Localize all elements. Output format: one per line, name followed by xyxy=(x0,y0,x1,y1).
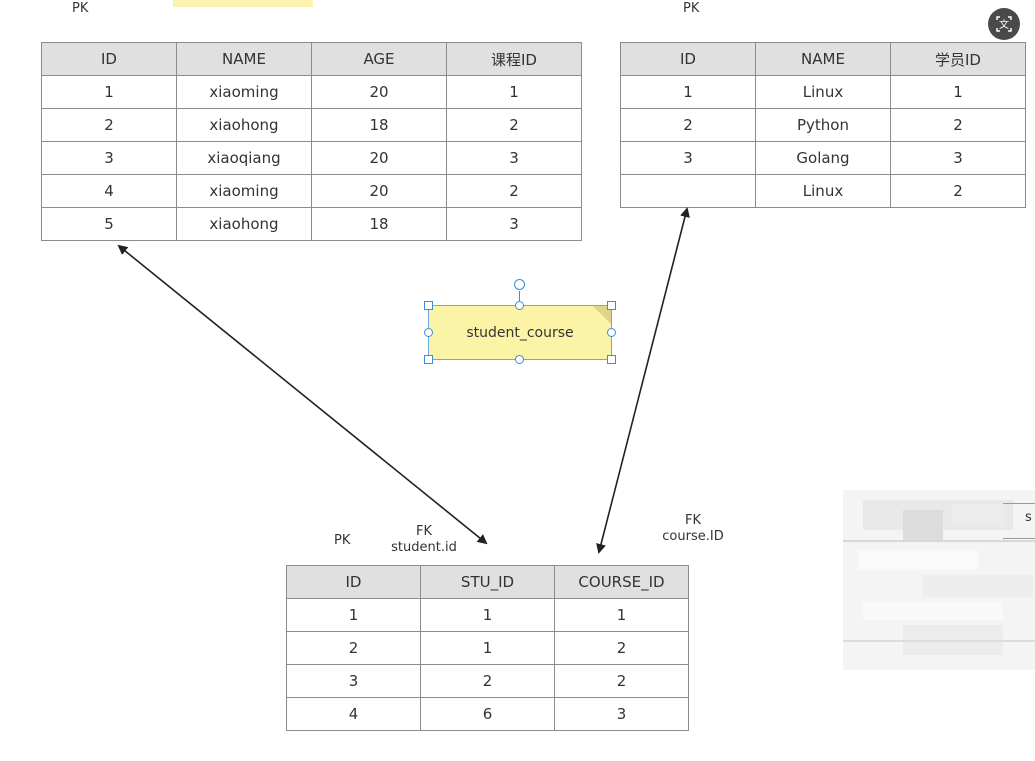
table-cell: 4 xyxy=(286,697,421,731)
table-row: 3 xiaoqiang 20 3 xyxy=(41,141,582,175)
table-cell: 18 xyxy=(311,207,447,241)
table-cell: Python xyxy=(755,108,891,142)
table-cell: 1 xyxy=(620,75,756,109)
rotation-handle[interactable] xyxy=(514,279,525,290)
table-cell: 3 xyxy=(286,664,421,698)
fk-reference: course.ID xyxy=(662,529,724,544)
table-cell xyxy=(620,174,756,208)
table-cell: 1 xyxy=(554,598,689,632)
table-cell: 1 xyxy=(286,598,421,632)
table-cell: 20 xyxy=(311,141,447,175)
table-cell: 3 xyxy=(446,141,582,175)
table-row: 2 1 2 xyxy=(286,631,689,665)
table-cell: 2 xyxy=(890,108,1026,142)
svg-text:文: 文 xyxy=(999,18,1009,31)
table-cell: 2 xyxy=(554,664,689,698)
table-cell: 3 xyxy=(41,141,177,175)
table-cell: 2 xyxy=(420,664,555,698)
resize-handle-left[interactable] xyxy=(424,328,433,337)
fk-label: FK xyxy=(684,513,701,528)
table-row: 2 xiaohong 18 2 xyxy=(41,108,582,142)
student-course-note[interactable]: student_course xyxy=(428,305,612,360)
resize-handle-bottom-right[interactable] xyxy=(607,355,616,364)
resize-handle-top-left[interactable] xyxy=(424,301,433,310)
table-row: Linux 2 xyxy=(620,174,1026,208)
fk-label: FK xyxy=(415,524,432,539)
course-table[interactable]: ID NAME 学员ID 1 Linux 1 2 Python 2 3 Gola… xyxy=(620,42,1026,208)
student-fk-arrow[interactable] xyxy=(117,244,488,545)
sc-fk-student-label: FK student.id xyxy=(389,524,459,556)
obscured-partial-table: s xyxy=(843,490,1035,670)
course-fk-arrow[interactable] xyxy=(596,207,690,554)
fk-reference: student.id xyxy=(391,540,457,555)
table-header-row: ID STU_ID COURSE_ID xyxy=(286,565,689,599)
resize-handle-top[interactable] xyxy=(515,301,524,310)
table-cell: 2 xyxy=(41,108,177,142)
table-row: 3 2 2 xyxy=(286,664,689,698)
table-cell: 6 xyxy=(420,697,555,731)
column-header: ID xyxy=(286,565,421,599)
sc-fk-course-label: FK course.ID xyxy=(657,513,729,545)
table-row: 5 xiaohong 18 3 xyxy=(41,207,582,241)
table-cell: 2 xyxy=(286,631,421,665)
table-cell: 2 xyxy=(446,174,582,208)
table-cell: 1 xyxy=(890,75,1026,109)
table-row: 4 xiaoming 20 2 xyxy=(41,174,582,208)
resize-handle-bottom[interactable] xyxy=(515,355,524,364)
column-header: 课程ID xyxy=(446,42,582,76)
course-pk-label: PK xyxy=(683,1,700,16)
table-cell: 1 xyxy=(41,75,177,109)
table-row: 4 6 3 xyxy=(286,697,689,731)
sc-pk-label: PK xyxy=(334,533,351,548)
note-fold-corner xyxy=(593,306,611,324)
column-header: AGE xyxy=(311,42,447,76)
table-cell: 4 xyxy=(41,174,177,208)
table-cell: xiaoqiang xyxy=(176,141,312,175)
table-header-row: ID NAME AGE 课程ID xyxy=(41,42,582,76)
translate-icon: 文 xyxy=(996,16,1012,32)
table-cell: Linux xyxy=(755,174,891,208)
table-cell: 2 xyxy=(446,108,582,142)
table-cell: 3 xyxy=(890,141,1026,175)
table-cell: 1 xyxy=(420,598,555,632)
resize-handle-right[interactable] xyxy=(607,328,616,337)
table-cell: 18 xyxy=(311,108,447,142)
table-cell: xiaohong xyxy=(176,108,312,142)
table-cell: Golang xyxy=(755,141,891,175)
resize-handle-top-right[interactable] xyxy=(607,301,616,310)
table-row: 1 1 1 xyxy=(286,598,689,632)
table-row: 1 xiaoming 20 1 xyxy=(41,75,582,109)
table-cell: 1 xyxy=(420,631,555,665)
note-label: student_course xyxy=(466,324,574,341)
table-cell: 2 xyxy=(890,174,1026,208)
table-cell: 2 xyxy=(554,631,689,665)
student-table[interactable]: ID NAME AGE 课程ID 1 xiaoming 20 1 2 xiaoh… xyxy=(41,42,582,241)
resize-handle-bottom-left[interactable] xyxy=(424,355,433,364)
table-cell: 20 xyxy=(311,174,447,208)
partial-shape[interactable] xyxy=(173,0,313,7)
student-pk-label: PK xyxy=(72,1,89,16)
table-cell: xiaohong xyxy=(176,207,312,241)
student-course-table[interactable]: ID STU_ID COURSE_ID 1 1 1 2 1 2 3 2 2 4 … xyxy=(286,565,689,731)
column-header: STU_ID xyxy=(420,565,555,599)
table-cell: 5 xyxy=(41,207,177,241)
column-header: COURSE_ID xyxy=(554,565,689,599)
column-header: NAME xyxy=(176,42,312,76)
rotation-handle-stem xyxy=(519,291,520,303)
translate-button[interactable]: 文 xyxy=(988,8,1020,40)
table-header-row: ID NAME 学员ID xyxy=(620,42,1026,76)
column-header: ID xyxy=(620,42,756,76)
column-header: NAME xyxy=(755,42,891,76)
partial-header-text: s xyxy=(1025,510,1032,525)
table-cell: 3 xyxy=(554,697,689,731)
column-header: 学员ID xyxy=(890,42,1026,76)
table-cell: 3 xyxy=(446,207,582,241)
table-row: 2 Python 2 xyxy=(620,108,1026,142)
